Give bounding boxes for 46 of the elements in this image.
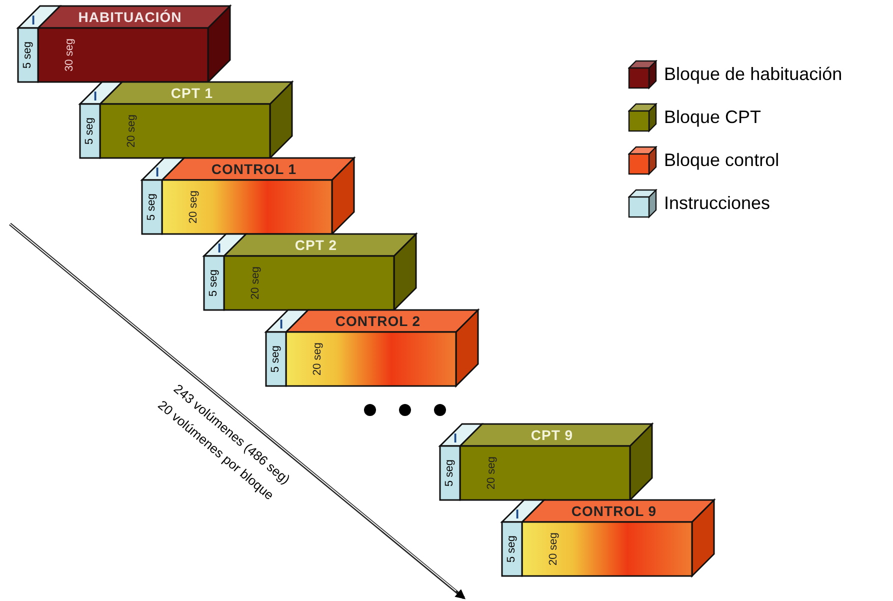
block-title: CONTROL 9 bbox=[571, 504, 657, 518]
block-title: CPT 9 bbox=[530, 428, 574, 442]
instruction-slab bbox=[142, 158, 184, 234]
block-box bbox=[100, 82, 292, 158]
instruction-slab bbox=[18, 6, 60, 82]
instruction-slab bbox=[440, 424, 482, 500]
duration-label: 5 seg bbox=[84, 118, 96, 144]
block-title: CONTROL 1 bbox=[211, 162, 297, 176]
duration-label: 20 seg bbox=[126, 114, 138, 148]
legend-label: Bloque control bbox=[664, 151, 780, 169]
block-box bbox=[460, 424, 652, 500]
duration-label: 5 seg bbox=[146, 194, 158, 220]
instruction-slab bbox=[266, 310, 308, 386]
instruction-mark: I bbox=[217, 241, 222, 254]
duration-label: 20 seg bbox=[312, 342, 324, 376]
instruction-mark: I bbox=[515, 507, 520, 520]
block-title: CPT 1 bbox=[170, 86, 214, 100]
legend-label: Bloque de habituación bbox=[664, 65, 842, 83]
instruction-slab bbox=[502, 500, 544, 576]
legend-label: Bloque CPT bbox=[664, 108, 762, 126]
duration-label: 5 seg bbox=[270, 346, 282, 372]
block-box bbox=[224, 234, 416, 310]
instruction-mark: I bbox=[93, 89, 98, 102]
duration-label: 20 seg bbox=[486, 456, 498, 490]
instruction-mark: I bbox=[279, 317, 284, 330]
instruction-slab bbox=[204, 234, 246, 310]
instruction-slab bbox=[80, 82, 122, 158]
instruction-mark: I bbox=[155, 165, 160, 178]
duration-label: 5 seg bbox=[208, 270, 220, 296]
duration-label: 30 seg bbox=[64, 38, 76, 72]
instruction-mark: I bbox=[453, 431, 458, 444]
block-title: CONTROL 2 bbox=[335, 314, 421, 328]
block-title: CPT 2 bbox=[294, 238, 338, 252]
block-box bbox=[38, 6, 230, 82]
legend-label: Instrucciones bbox=[664, 194, 770, 212]
duration-label: 20 seg bbox=[548, 532, 560, 566]
duration-label: 5 seg bbox=[22, 42, 34, 68]
duration-label: 5 seg bbox=[444, 460, 456, 486]
block-box bbox=[522, 500, 714, 576]
block-box bbox=[162, 158, 354, 234]
block-box bbox=[286, 310, 478, 386]
instruction-mark: I bbox=[31, 13, 36, 26]
duration-label: 20 seg bbox=[250, 266, 262, 300]
block-title: HABITUACIÓN bbox=[78, 10, 182, 24]
duration-label: 20 seg bbox=[188, 190, 200, 224]
duration-label: 5 seg bbox=[506, 536, 518, 562]
